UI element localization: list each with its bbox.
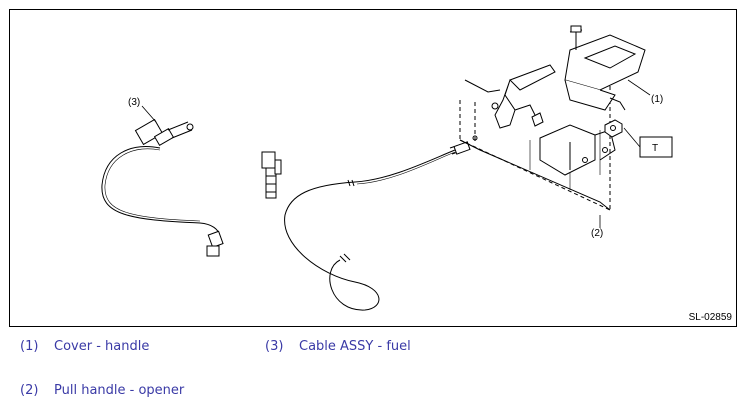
panel-edge [459, 139, 611, 211]
legend-number: (1) [20, 339, 39, 354]
fuel-cable [101, 118, 224, 257]
opener-cable [284, 135, 478, 311]
diagram-frame: (3) (1) (2) T SL-02859 [9, 9, 737, 327]
callout-2: (2) [591, 228, 603, 239]
legend-item-1: (1) Cover - handle [20, 339, 149, 354]
legend-number: (3) [265, 339, 284, 354]
legend-label: Pull handle - opener [54, 383, 185, 398]
legend-label: Cable ASSY - fuel [299, 339, 411, 354]
torque-box [639, 136, 673, 158]
cable-diagram: (3) (1) (2) T [101, 25, 673, 311]
callout-3: (3) [128, 97, 140, 108]
mounting-panel [459, 65, 611, 211]
torque-label: T [652, 143, 658, 154]
cable-clamp [261, 151, 282, 199]
handle-cover [564, 25, 646, 138]
callout-1: (1) [651, 94, 663, 105]
leader-lines [141, 79, 651, 228]
legend-label: Cover - handle [54, 339, 150, 354]
legend-item-3: (3) Cable ASSY - fuel [265, 339, 411, 354]
figure-code: SL-02859 [688, 312, 732, 323]
pull-handle [464, 64, 616, 176]
legend-number: (2) [20, 383, 39, 398]
legend-item-2: (2) Pull handle - opener [20, 383, 184, 398]
